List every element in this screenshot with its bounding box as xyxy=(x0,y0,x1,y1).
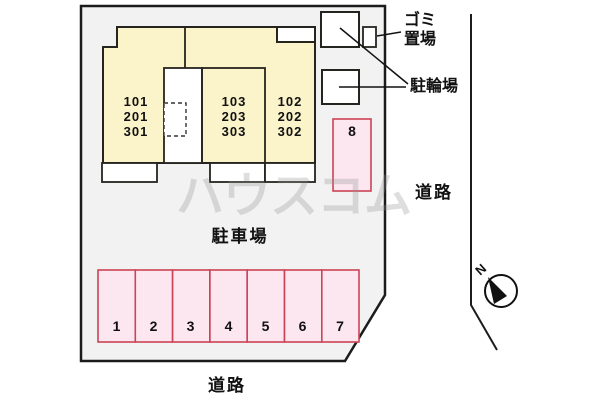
parking-space-rect-5 xyxy=(246,269,286,343)
road-label-bottom: 道路 xyxy=(208,376,246,395)
road-label-right: 道路 xyxy=(415,183,453,202)
parking-lot-label: 駐車場 xyxy=(211,227,269,246)
unit-block-101: 101 201 301 xyxy=(111,94,161,139)
unit-number: 303 xyxy=(221,124,247,139)
parking-space-rect-4 xyxy=(209,269,248,343)
unit-block-102: 102 202 302 xyxy=(265,94,315,139)
unit-number: 203 xyxy=(221,109,247,124)
unit-number: 201 xyxy=(123,109,149,124)
parking-space-rect-7 xyxy=(320,269,360,343)
garbage-leader-line xyxy=(376,31,402,37)
unit-number: 302 xyxy=(277,124,303,139)
entrance-dashed-rect xyxy=(163,102,187,137)
parking-space-number-3: 3 xyxy=(186,318,195,334)
watermark: ハウスコム xyxy=(176,170,412,223)
unit-number: 202 xyxy=(277,109,303,124)
parking-space-rect-8 xyxy=(332,118,372,192)
parking-space-number-1: 1 xyxy=(112,318,121,334)
parking-space-number-2: 2 xyxy=(149,318,158,334)
parking-space-rect-6 xyxy=(283,269,323,343)
road-right-outer-line xyxy=(470,14,498,351)
garbage-area-label: ゴミ 置場 xyxy=(404,11,436,49)
parking-space-number-6: 6 xyxy=(298,318,307,334)
compass-north-label: N xyxy=(472,261,489,279)
unit-number: 103 xyxy=(221,94,247,109)
parking-space-number-8: 8 xyxy=(348,123,356,139)
parking-row xyxy=(97,269,360,343)
compass-needle-icon xyxy=(488,277,507,304)
garbage-label-line2: 置場 xyxy=(404,31,437,48)
garbage-area xyxy=(362,26,377,48)
unit-number: 101 xyxy=(123,94,149,109)
balcony-left xyxy=(101,162,158,183)
unit-number: 301 xyxy=(123,124,149,139)
building-top-notch xyxy=(276,26,316,43)
compass xyxy=(484,274,518,308)
garbage-label-line1: ゴミ xyxy=(404,12,437,29)
bicycle-leader-line-a xyxy=(339,27,409,85)
parking-space-rect-3 xyxy=(171,269,211,343)
bicycle-area-label: 駐輪場 xyxy=(410,78,459,95)
unit-block-103: 103 203 303 xyxy=(209,94,259,139)
parking-space-rect-1 xyxy=(97,269,137,343)
parking-space-number-5: 5 xyxy=(261,318,270,334)
parking-space-number-4: 4 xyxy=(224,318,233,334)
parking-space-number-7: 7 xyxy=(336,318,344,334)
balcony-right xyxy=(264,162,316,183)
bicycle-area-a xyxy=(320,11,360,48)
unit-number: 102 xyxy=(277,94,303,109)
